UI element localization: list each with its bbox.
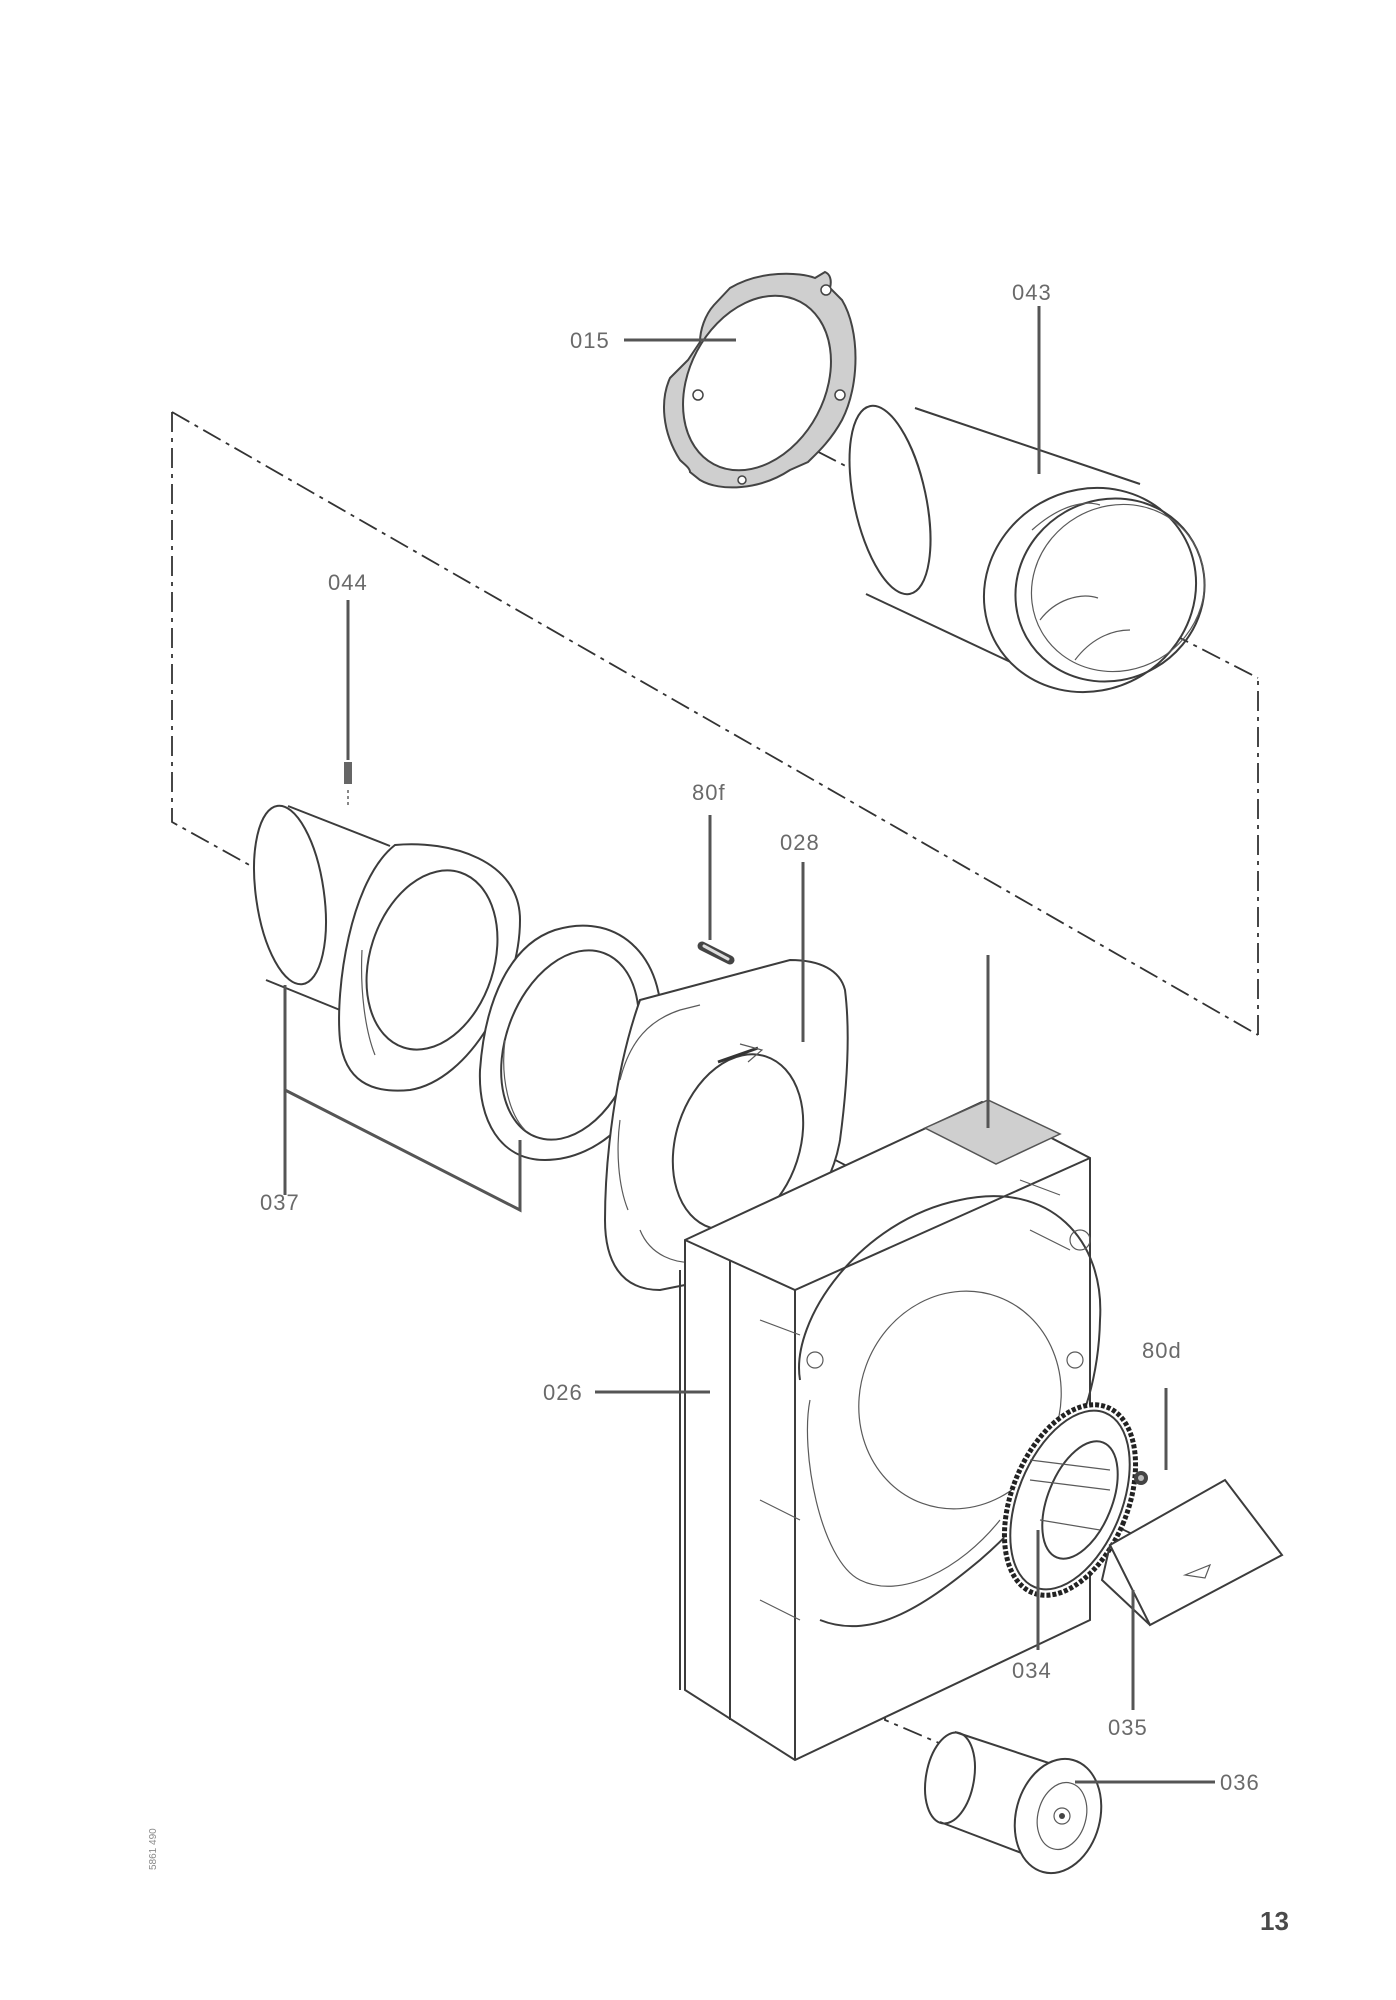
part-80d-screw	[1134, 1471, 1148, 1485]
callout-026: 026	[543, 1380, 583, 1405]
drawing-code: 5861 490	[148, 1828, 159, 1870]
leader-037-bracket	[284, 1088, 522, 1213]
part-015-gasket	[663, 270, 857, 489]
part-026-housing	[679, 1099, 1102, 1762]
callout-036: 036	[1220, 1770, 1260, 1795]
callout-80f: 80f	[692, 780, 726, 805]
callout-037: 037	[260, 1190, 300, 1215]
part-037-air-tube	[253, 804, 522, 1092]
page-number: 13	[1260, 1906, 1289, 1936]
leader-lines	[283, 306, 1215, 1784]
callout-028: 028	[780, 830, 820, 855]
callout-034: 034	[1012, 1658, 1052, 1683]
callout-044: 044	[328, 570, 368, 595]
callout-035: 035	[1108, 1715, 1148, 1740]
part-80f-screw	[697, 941, 735, 965]
callout-labels: 015 043 044 80f 028 037 026 80d 034 035 …	[260, 280, 1260, 1795]
callout-015: 015	[570, 328, 610, 353]
part-036-motor	[924, 1731, 1103, 1875]
part-044-pin	[344, 762, 352, 806]
part-043-burner-tube	[848, 404, 1206, 695]
callout-80d: 80d	[1142, 1338, 1182, 1363]
callout-043: 043	[1012, 280, 1052, 305]
